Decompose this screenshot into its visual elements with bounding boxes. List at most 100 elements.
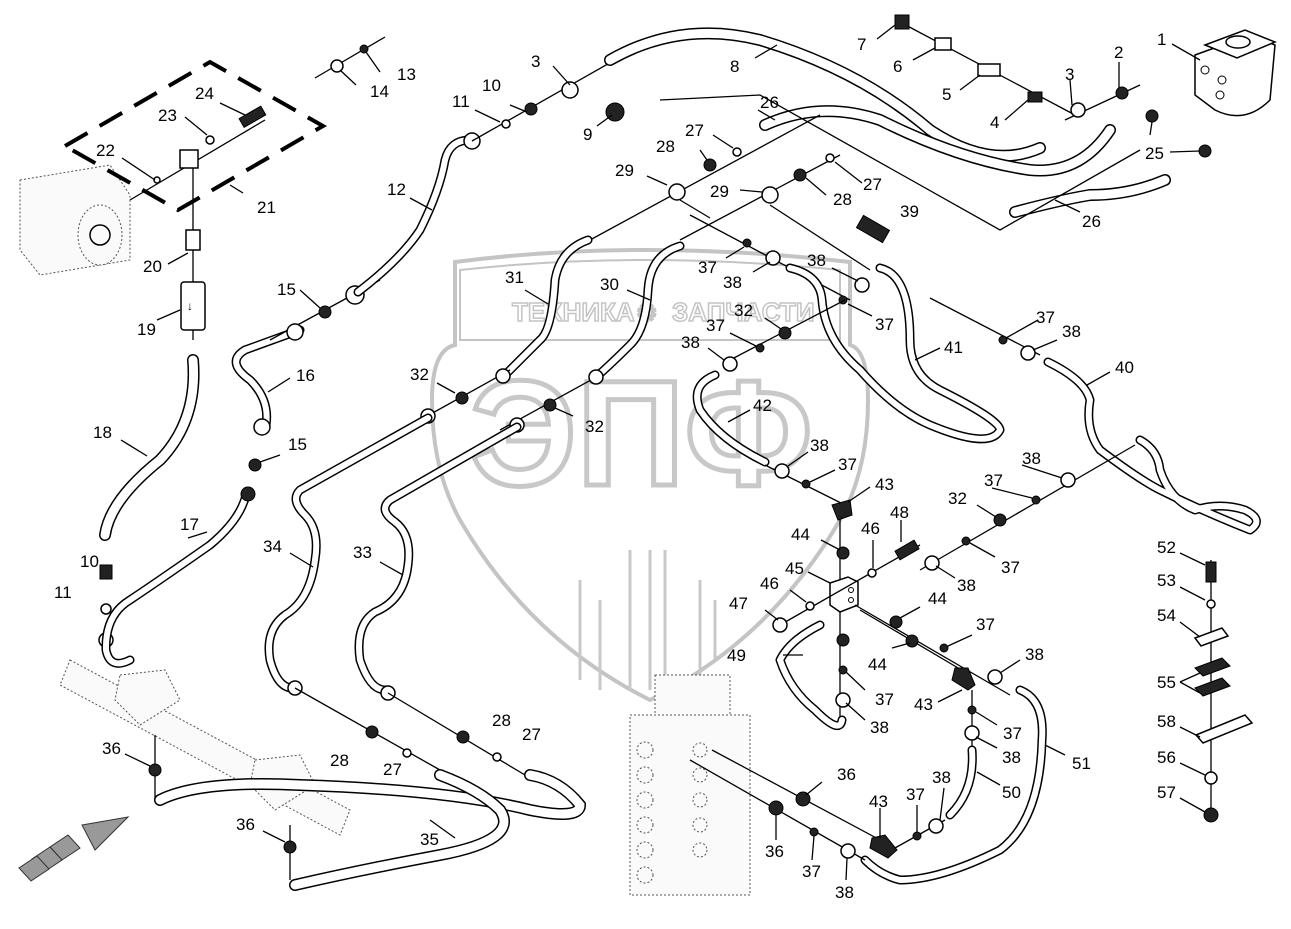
part-37l <box>912 831 922 841</box>
callout-20: 20 <box>143 257 162 276</box>
callout-36: 36 <box>765 842 784 861</box>
watermark: ТЕХНИКА ⚙ ЗАПЧАСТИ ЭПФ <box>429 248 871 703</box>
part-37k <box>809 827 819 837</box>
part-48-bolt <box>894 539 920 561</box>
callout-57: 57 <box>1157 783 1176 802</box>
part-28c-fitting <box>365 725 379 739</box>
callout-3: 3 <box>531 52 540 71</box>
callout-37: 37 <box>706 316 725 335</box>
part-44c-fitting <box>905 634 919 648</box>
part-10-fitting-top <box>524 102 538 116</box>
part-54-plate <box>1193 627 1230 647</box>
part-28b-fitting <box>793 168 807 182</box>
callout-27: 27 <box>863 175 882 194</box>
callout-15: 15 <box>277 280 296 299</box>
part-38f-nut <box>1060 472 1076 488</box>
callout-38: 38 <box>810 436 829 455</box>
part-37j <box>967 705 977 715</box>
part-24-bolt <box>238 105 267 129</box>
part-37e <box>998 335 1008 345</box>
part-46a-washer <box>867 568 877 578</box>
part-52-bolt <box>1205 561 1217 583</box>
callout-32: 32 <box>585 417 604 436</box>
callout-34: 34 <box>263 537 282 556</box>
part-21-adapter <box>179 149 199 169</box>
part-53-washer <box>1206 599 1216 609</box>
part-1-steering-unit <box>1194 29 1277 117</box>
callout-38: 38 <box>957 576 976 595</box>
part-38l-nut <box>928 818 944 834</box>
callout-44: 44 <box>791 525 810 544</box>
tube-17 <box>101 490 251 668</box>
callout-23: 23 <box>158 106 177 125</box>
part-27c-washer <box>402 748 412 758</box>
callout-38: 38 <box>723 273 742 292</box>
part-29b-tee <box>761 186 779 204</box>
callout-11: 11 <box>54 583 72 602</box>
part-32d-fitting <box>993 513 1007 527</box>
part-15b-fitting <box>248 458 262 472</box>
part-38b-nut <box>854 277 870 293</box>
callout-8: 8 <box>730 57 739 76</box>
callout-37: 37 <box>906 785 925 804</box>
part-39-coupler <box>855 214 891 244</box>
part-38j-nut <box>964 725 980 741</box>
callout-labels: 1 2 3 3 4 5 6 7 8 9 10 10 11 11 12 13 14… <box>54 30 1176 902</box>
part-37i <box>838 665 848 675</box>
callout-39: 39 <box>900 202 919 221</box>
callout-17: 17 <box>180 515 199 534</box>
callout-9: 9 <box>583 125 592 144</box>
part-47-nut <box>772 617 788 633</box>
part-43a-elbow <box>831 499 853 521</box>
callout-28: 28 <box>833 190 852 209</box>
part-55-clamp-lower <box>1194 677 1231 697</box>
callout-32: 32 <box>410 365 429 384</box>
callout-16: 16 <box>296 366 315 385</box>
arrow-down-icon: ↓ <box>187 299 193 313</box>
part-32a-fitting <box>455 391 469 405</box>
leader-lines <box>120 24 1206 881</box>
callout-38: 38 <box>807 251 826 270</box>
callout-36: 36 <box>102 739 121 758</box>
part-38d-nut <box>774 463 790 479</box>
callout-56: 56 <box>1157 748 1176 767</box>
tube-34 <box>264 413 433 693</box>
callout-25: 25 <box>1145 144 1164 163</box>
callout-53: 53 <box>1157 571 1176 590</box>
part-44b-fitting <box>889 615 903 629</box>
callout-44: 44 <box>928 589 947 608</box>
callout-43: 43 <box>869 792 888 811</box>
part-13-fitting <box>359 44 369 54</box>
callout-36: 36 <box>236 815 255 834</box>
callout-31: 31 <box>505 268 524 287</box>
callout-12: 12 <box>387 180 406 199</box>
part-37a <box>742 238 752 248</box>
callout-37: 37 <box>1001 558 1020 577</box>
part-25a-fitting <box>1145 109 1159 123</box>
callout-40: 40 <box>1115 358 1134 377</box>
watermark-text-right: ЗАПЧАСТИ <box>672 297 815 327</box>
callout-37: 37 <box>838 455 857 474</box>
part-14-nut <box>330 59 344 73</box>
callout-47: 47 <box>729 594 748 613</box>
part-55-clamp-upper <box>1194 657 1231 677</box>
callout-37: 37 <box>976 615 995 634</box>
callout-10: 10 <box>482 76 501 95</box>
callout-18: 18 <box>93 423 112 442</box>
callout-37: 37 <box>1036 308 1055 327</box>
callout-37: 37 <box>802 862 821 881</box>
part-5-adapter <box>977 63 1001 77</box>
callout-49: 49 <box>727 646 746 665</box>
part-57-nut <box>1203 807 1219 823</box>
callout-32: 32 <box>948 489 967 508</box>
callout-4: 4 <box>990 113 999 132</box>
callout-37: 37 <box>984 471 1003 490</box>
part-4-fitting <box>1027 91 1043 103</box>
callout-44: 44 <box>868 655 887 674</box>
part-2-fitting <box>1115 86 1129 100</box>
callout-38: 38 <box>932 768 951 787</box>
callout-13: 13 <box>397 65 416 84</box>
callout-26: 26 <box>760 93 779 112</box>
part-37d <box>801 479 811 489</box>
